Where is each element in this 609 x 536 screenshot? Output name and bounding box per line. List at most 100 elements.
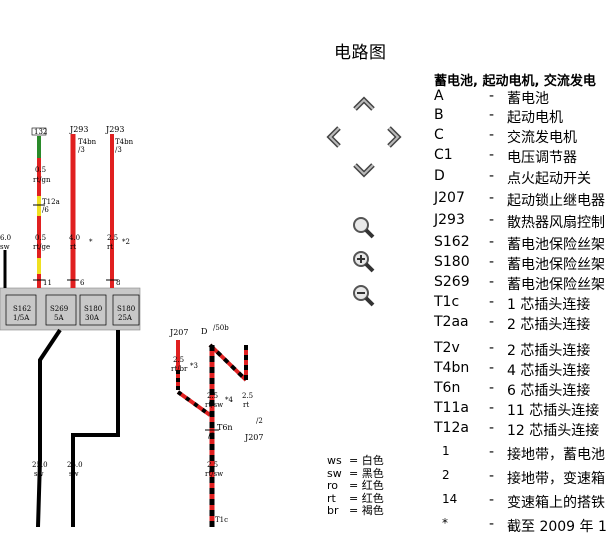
svg-text:*2: *2: [122, 238, 130, 246]
legend-dash: -: [489, 516, 495, 532]
legend-dash: -: [489, 444, 495, 460]
label-d: D: [201, 327, 207, 336]
svg-text:2.5: 2.5: [107, 234, 118, 242]
svg-text:*4: *4: [225, 396, 234, 404]
svg-text:T4bn: T4bn: [78, 138, 97, 146]
label-j207-b: J207: [244, 433, 263, 442]
fuse-s180b-label: S180: [117, 305, 135, 313]
legend-code: C1: [434, 147, 453, 163]
circuit-diagram[interactable]: J293 J293 J207 D J207 T6n 132 T4bn /3 T4…: [0, 120, 320, 527]
legend-dash: -: [489, 420, 495, 436]
legend-dash: -: [489, 88, 495, 104]
pan-left-button[interactable]: [322, 124, 348, 150]
legend-description: 交流发电机: [507, 130, 577, 146]
color-key-row: br= 褐色: [327, 504, 384, 518]
svg-text:/6: /6: [42, 206, 49, 214]
svg-text:4.0: 4.0: [69, 234, 80, 242]
legend-code: S162: [434, 234, 470, 250]
zoom-fit-button[interactable]: [350, 214, 376, 240]
pan-right-button[interactable]: [380, 124, 406, 150]
label-t6n: T6n: [217, 423, 233, 432]
legend-dash: -: [489, 340, 495, 356]
legend-code: 2: [442, 468, 450, 482]
zoom-out-icon: [353, 285, 375, 307]
pan-down-button[interactable]: [351, 156, 377, 182]
legend-code: T2aa: [434, 314, 469, 330]
svg-text:25.0: 25.0: [32, 461, 48, 469]
page-title: 电路图: [334, 43, 387, 63]
legend-dash: -: [489, 147, 495, 163]
legend-code: *: [442, 516, 448, 530]
legend-description: 4 芯插头连接: [507, 363, 591, 379]
legend-description: 蓄电池保险丝架: [507, 237, 605, 253]
svg-text:6: 6: [80, 279, 85, 287]
legend-description: 6 芯插头连接: [507, 383, 591, 399]
legend-description: 接地带，蓄电池: [507, 447, 605, 463]
chevron-left-icon: [326, 126, 341, 148]
legend-dash: -: [489, 168, 495, 184]
svg-text:25A: 25A: [118, 314, 133, 322]
legend-code: D: [434, 168, 445, 184]
svg-text:0.5: 0.5: [35, 234, 46, 242]
color-name: = 褐色: [349, 504, 384, 517]
svg-text:/3: /3: [208, 432, 215, 440]
svg-text:*: *: [89, 238, 93, 246]
legend-dash: -: [489, 314, 495, 330]
legend-dash: -: [489, 468, 495, 484]
legend-code: J207: [434, 190, 465, 206]
legend-dash: -: [489, 380, 495, 396]
zoom-in-icon: [353, 251, 375, 273]
pan-up-button[interactable]: [351, 92, 377, 118]
legend-description: 2 芯插头连接: [507, 343, 591, 359]
color-key-row: ro= 红色: [327, 479, 384, 493]
legend-description: 电压调节器: [507, 150, 577, 166]
legend-code: T6n: [434, 380, 461, 396]
zoom-out-button[interactable]: [350, 282, 376, 308]
svg-text:30A: 30A: [85, 314, 100, 322]
zoom-in-button[interactable]: [350, 248, 376, 274]
fuse-s162-label: S162: [13, 305, 31, 313]
svg-text:/3: /3: [115, 146, 122, 154]
label-j293-a: J293: [69, 125, 88, 134]
svg-text:*3: *3: [190, 362, 198, 370]
color-key-row: rt= 红色: [327, 491, 384, 506]
legend-description: 1 芯插头连接: [507, 297, 591, 313]
chevron-down-icon: [353, 163, 375, 178]
legend-dash: -: [489, 274, 495, 290]
color-key-row: ws = 白色: [327, 454, 384, 468]
svg-text:11: 11: [43, 279, 52, 287]
legend-description: 2 芯插头连接: [507, 317, 591, 333]
legend-dash: -: [489, 234, 495, 250]
svg-text:/2: /2: [256, 417, 263, 425]
color-abbr: ws: [327, 454, 342, 467]
color-abbr: ro: [327, 479, 339, 492]
legend-dash: -: [489, 190, 495, 206]
svg-text:sw: sw: [34, 470, 44, 478]
wire-25sw-a: [36, 328, 62, 527]
fuse-s269-label: S269: [50, 305, 68, 313]
legend-dash: -: [489, 400, 495, 416]
svg-text:rt/sw: rt/sw: [205, 401, 223, 409]
legend-code: T2v: [434, 340, 460, 356]
legend-code: S180: [434, 254, 470, 270]
svg-text:1/5A: 1/5A: [13, 314, 30, 322]
svg-text:rt/sw: rt/sw: [205, 470, 223, 478]
svg-text:2.5: 2.5: [242, 392, 253, 400]
fuse-s180-label: S180: [84, 305, 102, 313]
legend-description: 11 芯插头连接: [507, 403, 600, 419]
legend-dash: -: [489, 107, 495, 123]
svg-text:2.5: 2.5: [207, 392, 218, 400]
svg-text:25.0: 25.0: [67, 461, 83, 469]
legend-code: B: [434, 107, 444, 123]
legend-code: T4bn: [434, 360, 470, 376]
svg-text:rt: rt: [107, 243, 113, 251]
color-key-row: sw= 黑色: [327, 467, 384, 481]
legend-code: 14: [442, 492, 458, 506]
color-name: = 红色: [349, 491, 384, 505]
svg-text:rt/ge: rt/ge: [33, 243, 50, 251]
legend-dash: -: [489, 492, 495, 508]
legend-description: 12 芯插头连接: [507, 423, 600, 439]
color-name: = 白色: [349, 454, 384, 467]
legend-code: T1c: [434, 294, 460, 310]
